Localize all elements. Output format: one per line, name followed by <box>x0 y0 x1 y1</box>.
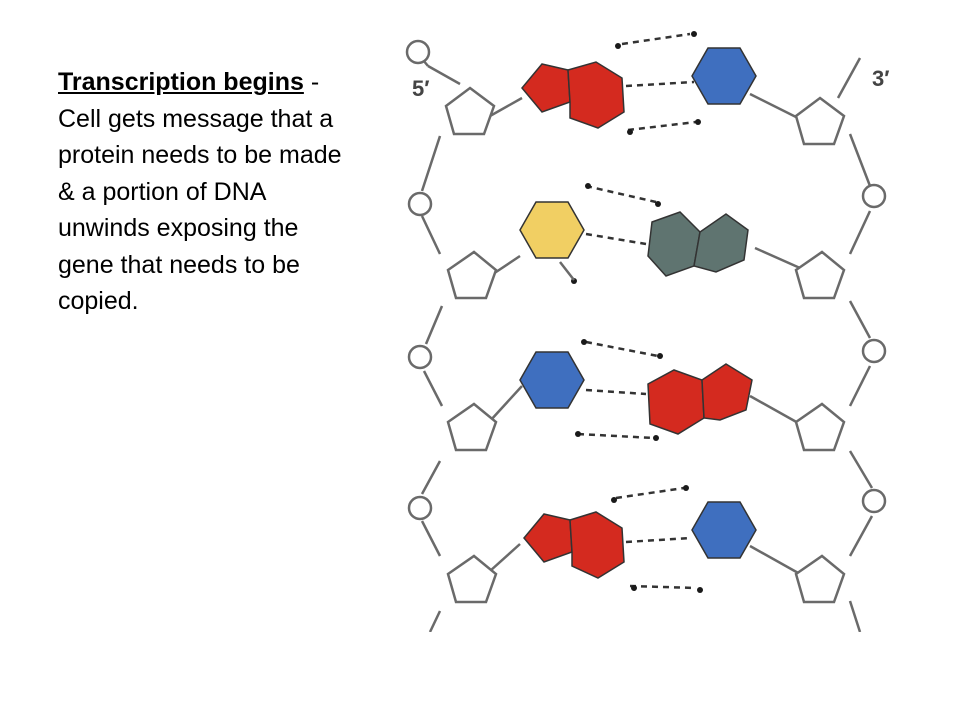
left-phosphates <box>405 39 433 521</box>
base-pair-1 <box>521 31 757 135</box>
base-pair-4 <box>523 485 757 593</box>
left-sugars <box>444 86 498 604</box>
purine-red-1 <box>521 61 625 129</box>
base-pair-3 <box>519 339 753 441</box>
pyrimidine-blue-4 <box>691 501 757 559</box>
heading-separator: - <box>303 68 320 96</box>
transcription-heading: Transcription begins <box>58 68 304 96</box>
pyrimidine-blue-1 <box>691 47 757 105</box>
three-prime-label: 3′ <box>872 66 890 91</box>
dna-diagram: 5′ 3′ <box>405 31 890 632</box>
pyrimidine-blue-3 <box>519 351 585 409</box>
purine-red-4 <box>523 511 625 579</box>
purine-red-3 <box>647 363 753 435</box>
purine-gray-2 <box>647 211 749 277</box>
five-prime-label: 5′ <box>412 76 430 101</box>
right-phosphates <box>861 183 887 514</box>
left-backbone <box>417 53 523 632</box>
base-pair-2 <box>519 183 749 284</box>
right-backbone <box>749 57 874 632</box>
description-text: Transcription begins - Cell gets message… <box>58 64 358 320</box>
right-sugars <box>794 96 846 604</box>
pyrimidine-yellow-2 <box>519 201 585 259</box>
description-body: Cell gets message that a protein needs t… <box>58 104 342 316</box>
